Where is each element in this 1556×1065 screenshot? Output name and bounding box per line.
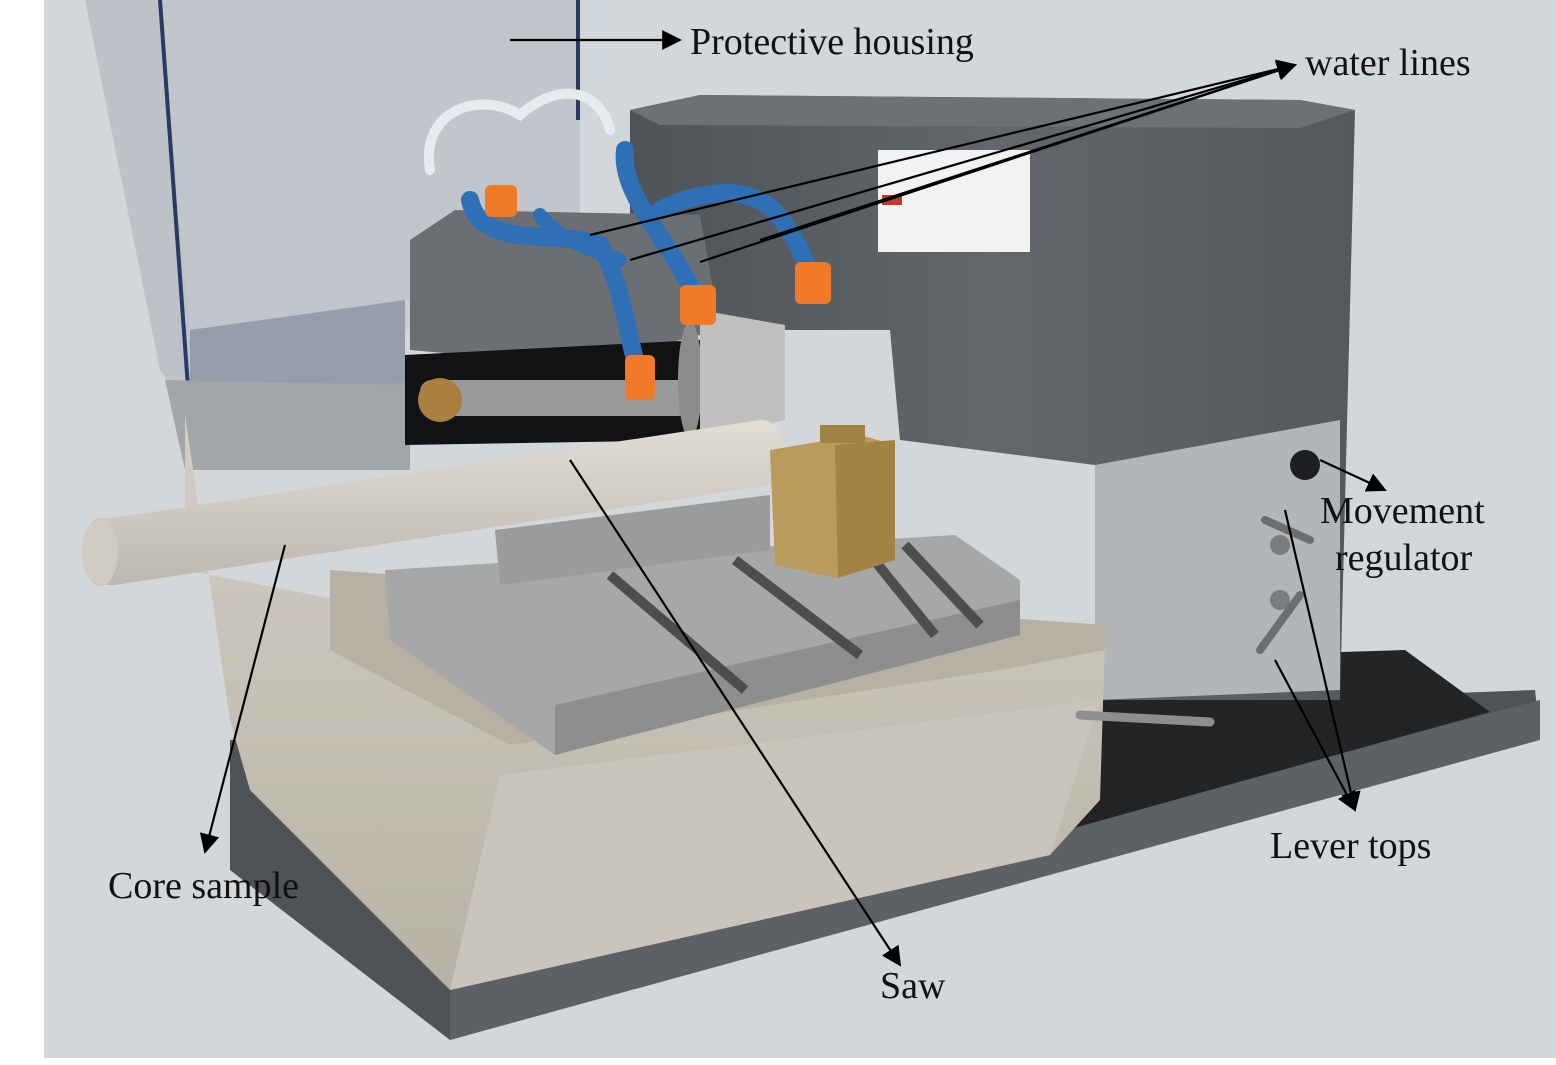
core-sample-cylinder [82,419,785,586]
label-core-sample: Core sample [108,865,299,907]
label-water-lines: water lines [1305,42,1471,84]
arrow-lever-top-2 [1274,659,1356,812]
label-saw: Saw [880,965,946,1007]
label-lever-tops: Lever tops [1270,825,1431,867]
water-nozzles [485,185,831,400]
motor-housing [630,95,1355,700]
arrow-water-lines-1 [629,60,1297,262]
arrow-core-sample [199,544,287,854]
machine-left-body [165,380,410,470]
arrow-water-lines-4 [759,61,1297,242]
annotation-arrows [199,30,1387,967]
label-movement-regulator-line1: Movement [1320,490,1485,532]
allen-key [1075,710,1215,727]
label-movement-regulator-line2: regulator [1335,537,1473,579]
arrow-movement-regulator [1319,459,1387,492]
t-slot-table [385,495,1020,755]
water-line-hoses [423,88,819,369]
annotation-labels: Protective housing water lines Movement … [108,21,1485,1007]
arrow-water-lines-3 [589,59,1297,237]
arrow-lever-top-1 [1283,509,1361,812]
brass-clamp [770,425,895,578]
arrow-saw [569,459,902,967]
label-protective-housing: Protective housing [690,21,974,63]
